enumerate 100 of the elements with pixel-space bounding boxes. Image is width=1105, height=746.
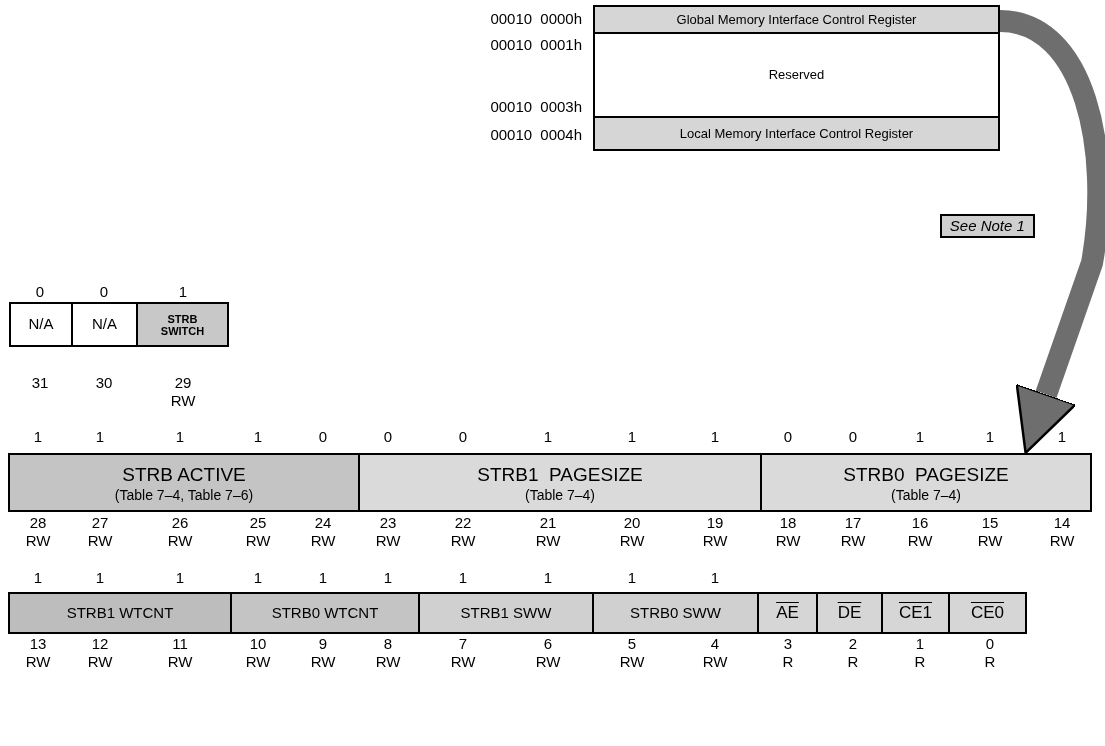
- field-name: N/A: [28, 314, 54, 335]
- bit-label: 2: [848, 635, 858, 653]
- bit-label: 1: [33, 569, 43, 587]
- bit-label: 1: [175, 569, 185, 587]
- field-name: AE: [776, 602, 799, 625]
- field-name: CE0: [970, 602, 1005, 625]
- bit-label: 24: [314, 514, 332, 532]
- field-name: N/A: [92, 314, 117, 335]
- bit-label: 15: [981, 514, 999, 532]
- bit-label: RW: [977, 532, 1003, 550]
- register-field: [418, 592, 594, 634]
- bit-label: 1: [318, 569, 328, 587]
- bit-label: 1: [95, 428, 105, 446]
- table-reference: (Table 7–4, Table 7–6): [114, 486, 254, 503]
- register-field: [136, 302, 229, 347]
- bit-label: 28: [29, 514, 47, 532]
- bit-label: 0: [458, 428, 468, 446]
- bit-label: 0: [848, 428, 858, 446]
- bit-label: R: [984, 653, 996, 671]
- field-name: STRB0 SWW: [630, 602, 721, 623]
- field-name: STRB1 PAGESIZE: [477, 462, 643, 487]
- bit-label: 1: [627, 428, 637, 446]
- bit-label: 21: [539, 514, 557, 532]
- address-label: 00010 0003h: [490, 97, 582, 117]
- bit-label: 1: [175, 428, 185, 446]
- bit-label: RW: [702, 653, 728, 671]
- bit-label: 0: [783, 428, 793, 446]
- bit-label: 4: [710, 635, 720, 653]
- bit-label: RW: [25, 532, 51, 550]
- bit-label: RW: [619, 532, 645, 550]
- bit-label: RW: [702, 532, 728, 550]
- bit-label: 1: [915, 428, 925, 446]
- register-field: [593, 116, 1000, 151]
- bit-label: RW: [245, 532, 271, 550]
- bit-label: RW: [535, 532, 561, 550]
- bit-label: 1: [915, 635, 925, 653]
- bit-label: R: [782, 653, 794, 671]
- bit-label: RW: [245, 653, 271, 671]
- field-name: STRB0 WTCNT: [271, 602, 379, 623]
- table-reference: (Table 7–4): [890, 486, 961, 503]
- bit-label: RW: [310, 532, 336, 550]
- register-field: [593, 5, 1000, 34]
- register-field: [71, 302, 138, 347]
- bit-label: 9: [318, 635, 328, 653]
- bit-label: 1: [253, 428, 263, 446]
- field-name: STRB ACTIVE: [122, 462, 246, 487]
- bit-label: RW: [375, 653, 401, 671]
- bit-label: RW: [450, 653, 476, 671]
- field-name: Reserved: [768, 66, 825, 85]
- bit-label: 12: [91, 635, 109, 653]
- field-name: STRB1 WTCNT: [66, 602, 174, 623]
- bit-label: 17: [844, 514, 862, 532]
- bit-label: 1: [383, 569, 393, 587]
- bit-label: 14: [1053, 514, 1071, 532]
- register-field: [8, 453, 360, 512]
- bit-label: RW: [840, 532, 866, 550]
- bit-label: 18: [779, 514, 797, 532]
- bit-label: 1: [627, 569, 637, 587]
- field-name: DE: [837, 602, 862, 625]
- bit-label: 1: [543, 569, 553, 587]
- bit-label: 30: [95, 374, 113, 392]
- field-name: CE1: [898, 602, 933, 625]
- bit-label: 13: [29, 635, 47, 653]
- bit-label: RW: [619, 653, 645, 671]
- bit-label: 1: [710, 569, 720, 587]
- bit-label: 0: [318, 428, 328, 446]
- bit-label: RW: [170, 392, 196, 410]
- bit-label: R: [847, 653, 859, 671]
- bit-label: 1: [95, 569, 105, 587]
- bit-label: R: [914, 653, 926, 671]
- register-field: [881, 592, 950, 634]
- bit-label: 20: [623, 514, 641, 532]
- bit-label: 31: [31, 374, 49, 392]
- register-field: [592, 592, 759, 634]
- bit-label: RW: [775, 532, 801, 550]
- bit-label: 0: [99, 283, 109, 301]
- register-field: [593, 32, 1000, 118]
- bit-label: 27: [91, 514, 109, 532]
- bit-label: RW: [167, 532, 193, 550]
- table-reference: (Table 7–4): [524, 486, 595, 503]
- bit-label: 19: [706, 514, 724, 532]
- bit-label: 1: [253, 569, 263, 587]
- register-field: [816, 592, 883, 634]
- bit-label: RW: [167, 653, 193, 671]
- bit-label: 1: [1057, 428, 1067, 446]
- bit-label: 7: [458, 635, 468, 653]
- bit-label: 8: [383, 635, 393, 653]
- field-name: STRB1 SWW: [460, 602, 552, 623]
- bit-label: RW: [87, 532, 113, 550]
- bit-label: 29: [174, 374, 192, 392]
- field-name: Global Memory Interface Control Register: [676, 10, 917, 29]
- bit-label: 23: [379, 514, 397, 532]
- bit-label: 0: [383, 428, 393, 446]
- bit-label: RW: [450, 532, 476, 550]
- bit-label: 11: [172, 635, 188, 653]
- register-field: [358, 453, 762, 512]
- bit-label: 0: [35, 283, 45, 301]
- bit-label: 22: [454, 514, 472, 532]
- edge-label: See Note 1: [939, 214, 1035, 238]
- bit-label: 16: [911, 514, 929, 532]
